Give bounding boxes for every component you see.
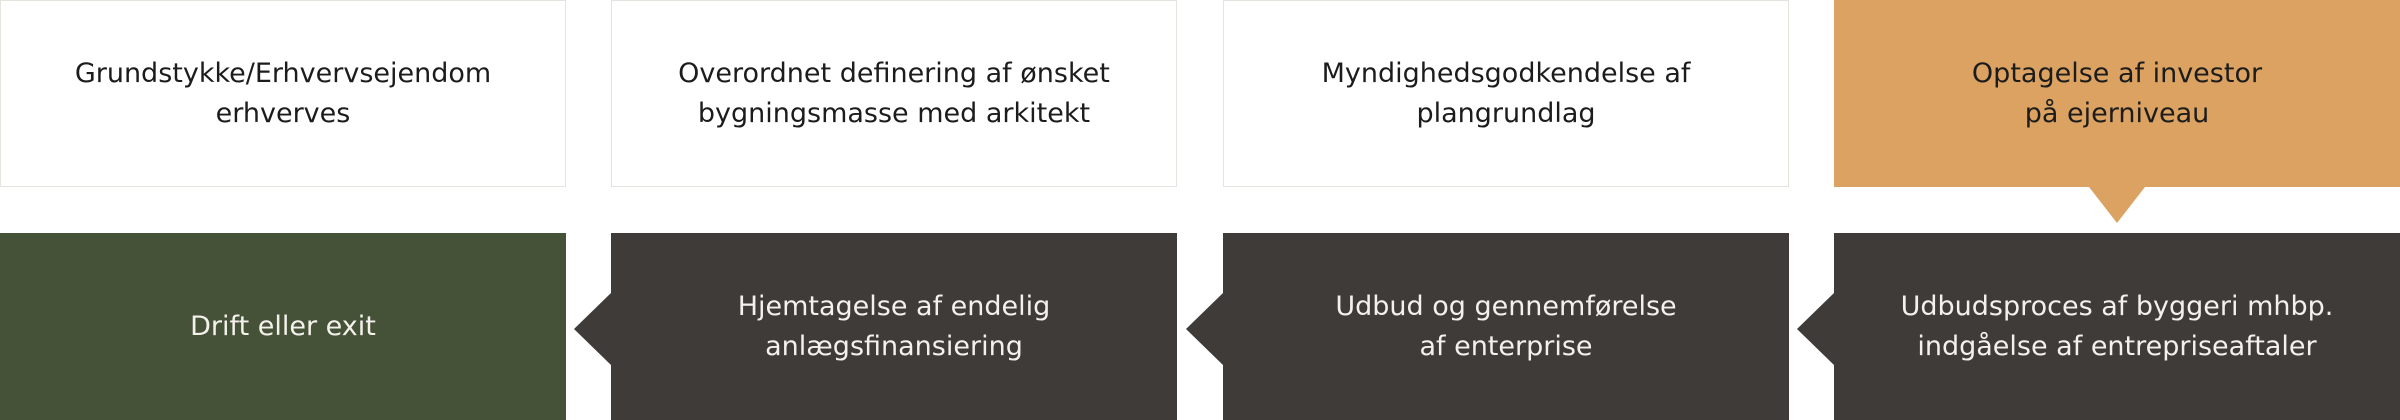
step-3-box: Myndighedsgodkendelse af plangrundlag — [1223, 0, 1789, 187]
step-2-label: Overordnet definering af ønsket bygnings… — [678, 57, 1110, 129]
arrow-left-icon — [1797, 292, 1835, 366]
step-6-label: Udbud og gennemførelse af enterprise — [1335, 290, 1677, 362]
step-1-label: Grundstykke/Erhvervsejendom erhverves — [74, 57, 492, 129]
step-5-label: Udbudsproces af byggeri mhbp. indgåelse … — [1900, 290, 2334, 362]
step-7-box: Hjemtagelse af endelig anlægsfinansierin… — [611, 233, 1177, 420]
arrow-left-icon — [1186, 292, 1224, 366]
arrow-right-icon — [1789, 69, 1825, 117]
step-1-box: Grundstykke/Erhvervsejendom erhverves — [0, 0, 566, 187]
step-8-box: Drift eller exit — [0, 233, 566, 420]
step-4-label: Optagelse af investor på ejerniveau — [1971, 57, 2263, 129]
step-6-box: Udbud og gennemførelse af enterprise — [1223, 233, 1789, 420]
step-4-box: Optagelse af investor på ejerniveau — [1834, 0, 2400, 187]
step-7-label: Hjemtagelse af endelig anlægsfinansierin… — [737, 290, 1051, 362]
arrow-down-icon — [2089, 187, 2145, 223]
step-8-label: Drift eller exit — [190, 310, 376, 342]
arrow-left-icon — [574, 292, 612, 366]
arrow-right-icon — [1177, 69, 1213, 117]
arrow-right-icon — [566, 69, 602, 117]
step-5-box: Udbudsproces af byggeri mhbp. indgåelse … — [1834, 233, 2400, 420]
step-2-box: Overordnet definering af ønsket bygnings… — [611, 0, 1177, 187]
step-3-label: Myndighedsgodkendelse af plangrundlag — [1321, 57, 1691, 129]
